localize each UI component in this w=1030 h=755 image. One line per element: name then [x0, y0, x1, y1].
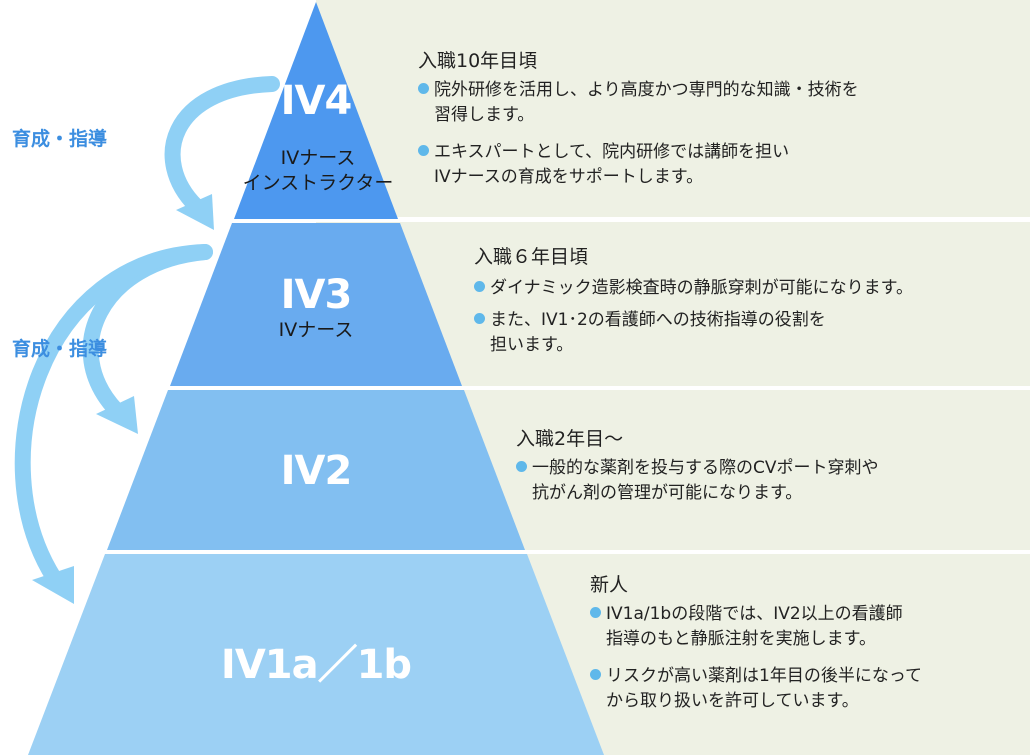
arrow-label-1: 育成・指導 — [12, 128, 108, 150]
bullet-dot — [418, 145, 429, 156]
iv3-bullet-2-line2: 担います。 — [490, 335, 574, 355]
iv2-bullet-1-line1: 一般的な薬剤を投与する際のCVポート穿刺や — [532, 458, 879, 478]
iv4-bullet-2-line1: エキスパートとして、院内研修では講師を担い — [434, 142, 790, 162]
bullet-dot — [590, 607, 601, 618]
panel-iv4 — [316, 0, 1030, 217]
iv4-timing: 入職10年目頃 — [418, 50, 538, 72]
iv4-bullet-2: エキスパートとして、院内研修では講師を担い IVナースの育成をサポートします。 — [418, 140, 789, 190]
iv4-bullet-1: 院外研修を活用し、より高度かつ専門的な知識・技術を 習得します。 — [418, 78, 859, 128]
bullet-dot — [474, 281, 485, 292]
tier-iv1 — [28, 554, 604, 755]
level-name-iv3: IV3 — [280, 272, 353, 318]
iv4-bullet-2-line2: IVナースの育成をサポートします。 — [434, 167, 704, 187]
iv3-bullet-2-line1: また、IV1･2の看護師への技術指導の役割を — [490, 310, 826, 330]
bullet-dot — [590, 669, 601, 680]
iv3-bullet-1: ダイナミック造影検査時の静脈穿刺が可能になります。 — [474, 276, 913, 301]
iv4-bullet-1-line1: 院外研修を活用し、より高度かつ専門的な知識・技術を — [434, 80, 859, 100]
iv3-bullet-1-line1: ダイナミック造影検査時の静脈穿刺が可能になります。 — [490, 278, 913, 298]
tier-iv4 — [234, 2, 398, 219]
bullet-dot — [418, 83, 429, 94]
iv1-bullet-2: リスクが高い薬剤は1年目の後半になって から取り扱いを許可しています。 — [590, 664, 922, 714]
iv1-bullet-1: IV1a/1bの段階では、IV2以上の看護師 指導のもと静脈注射を実施します。 — [590, 602, 903, 652]
arrow-label-2: 育成・指導 — [12, 338, 108, 360]
iv2-timing: 入職2年目～ — [516, 428, 624, 450]
tier-iv2 — [107, 390, 525, 550]
iv3-bullet-2: また、IV1･2の看護師への技術指導の役割を 担います。 — [474, 308, 826, 358]
iv4-bullet-1-line2: 習得します。 — [434, 105, 535, 125]
iv1-timing: 新人 — [590, 574, 629, 596]
iv1-bullet-2-line1: リスクが高い薬剤は1年目の後半になって — [606, 666, 922, 686]
tier-iv3 — [170, 223, 462, 386]
arrow-iv4-to-iv3 — [164, 76, 280, 230]
iv1-bullet-1-line1: IV1a/1bの段階では、IV2以上の看護師 — [606, 604, 903, 624]
level-sub-iv4-line2: インストラクター — [242, 172, 394, 194]
iv1-bullet-2-line2: から取り扱いを許可しています。 — [606, 691, 859, 711]
level-sub-iv3-line1: IVナース — [278, 319, 354, 341]
iv2-bullet-1-line2: 抗がん剤の管理が可能になります。 — [532, 483, 803, 503]
level-name-iv2: IV2 — [280, 448, 353, 494]
level-name-iv1: IV1a／1b — [220, 642, 412, 688]
arrow-iv3-to-iv1 — [14, 244, 213, 604]
bullet-dot — [474, 313, 485, 324]
iv2-bullet-1: 一般的な薬剤を投与する際のCVポート穿刺や 抗がん剤の管理が可能になります。 — [516, 456, 879, 506]
bullet-dot — [516, 461, 527, 472]
level-sub-iv4-line1: IVナース — [280, 147, 356, 169]
iv1-bullet-1-line2: 指導のもと静脈注射を実施します。 — [606, 629, 876, 649]
iv3-timing: 入職６年目頃 — [474, 246, 589, 268]
level-name-iv4: IV4 — [280, 78, 353, 124]
